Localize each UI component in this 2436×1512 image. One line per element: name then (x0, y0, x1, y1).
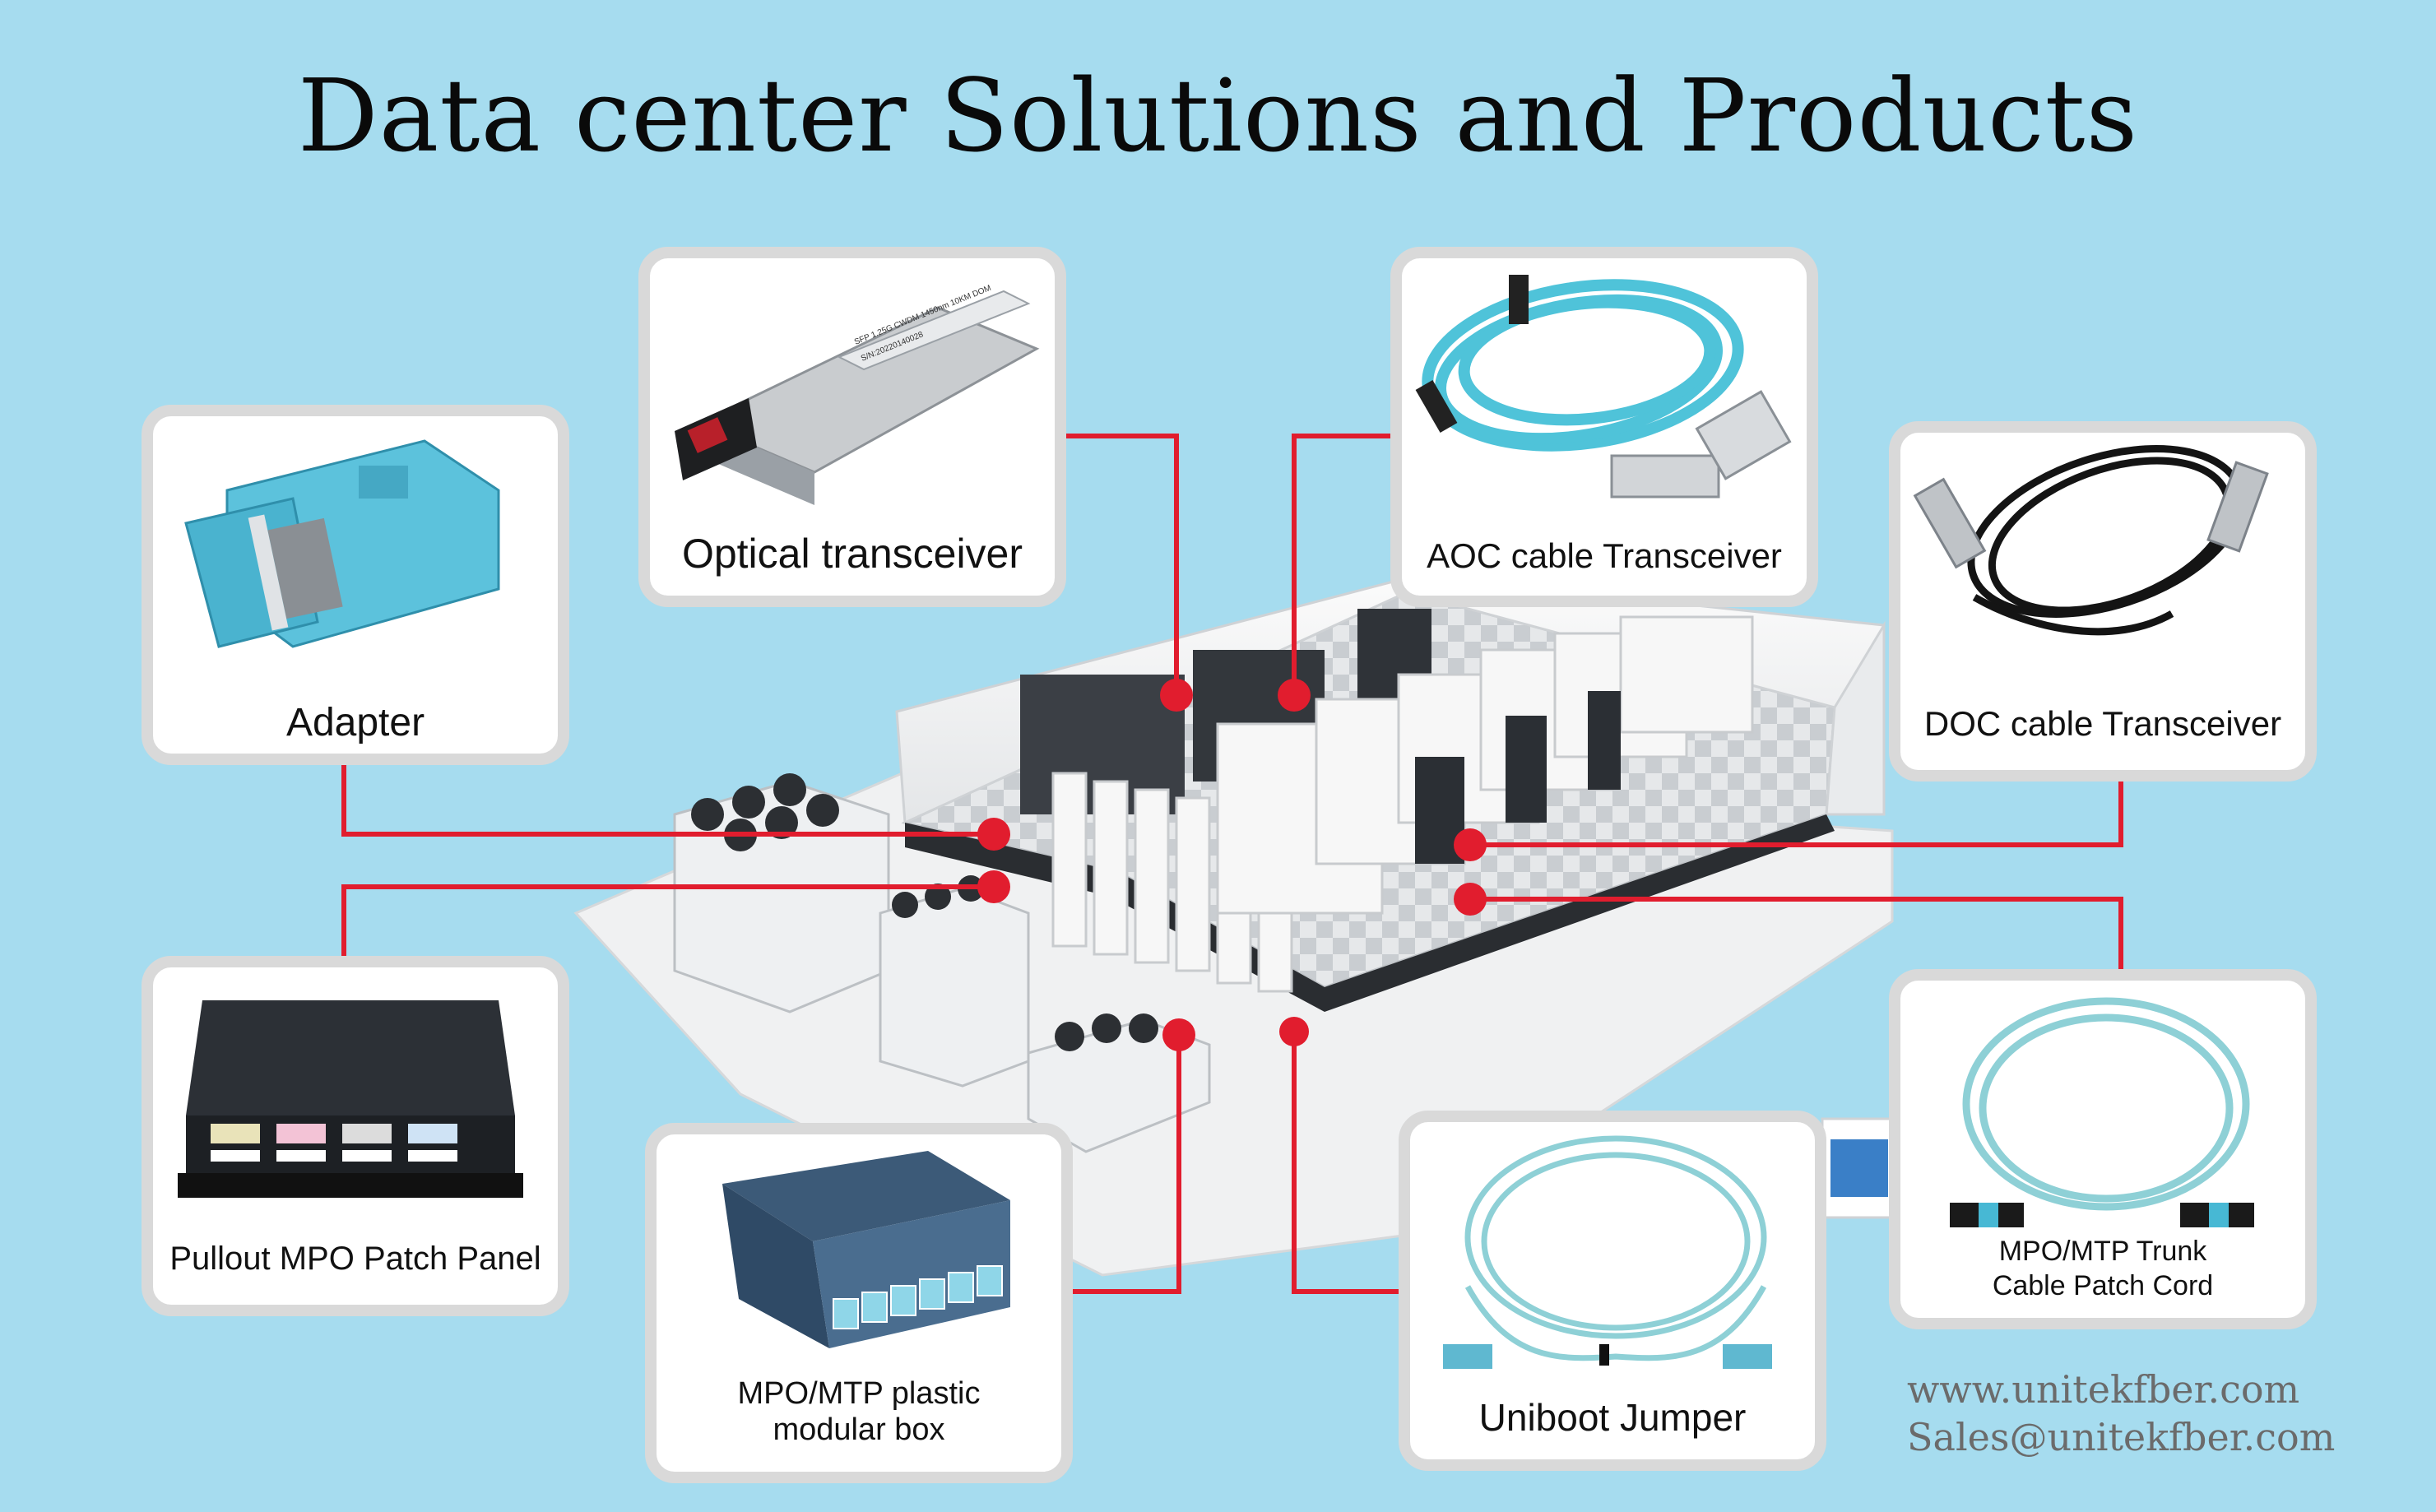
email-link[interactable]: Sales@unitekfber.com (1907, 1415, 2336, 1459)
card-aoc-cable[interactable]: AOC cable Transceiver (1390, 247, 1818, 607)
trunk-cable-label-line1: MPO/MTP Trunk (1998, 1236, 2207, 1267)
card-patch-panel[interactable]: Pullout MPO Patch Panel (142, 956, 569, 1316)
uniboot-jumper-image (1443, 1135, 1772, 1369)
building-front-rim (905, 814, 1835, 1012)
trunk-cable-label-line2: Cable Patch Cord (1992, 1270, 2214, 1301)
card-uniboot-jumper[interactable]: Uniboot Jumper (1399, 1111, 1826, 1471)
small-display-screen (1830, 1139, 1888, 1197)
aoc-cable-image (1415, 275, 1792, 499)
optical-transceiver-label: Optical transceiver (681, 531, 1023, 577)
card-modular-box[interactable]: MPO/MTP plastic modular box (645, 1123, 1073, 1483)
card-trunk-cable[interactable]: MPO/MTP Trunk Cable Patch Cord (1889, 969, 2317, 1329)
contact-footer: www.unitekfber.com Sales@unitekfber.com (1907, 1366, 2335, 1461)
modular-box-label-line1: MPO/MTP plastic (737, 1376, 981, 1411)
patch-panel-label: Pullout MPO Patch Panel (169, 1241, 541, 1277)
adapter-image (184, 439, 500, 648)
uniboot-jumper-label: Uniboot Jumper (1478, 1396, 1747, 1439)
trunk-cable-image (1950, 997, 2254, 1227)
card-optical-transceiver[interactable]: SFP 1.25G CWDM 1450nm 10KM DOM S/N:20220… (638, 247, 1066, 607)
card-adapter[interactable]: Adapter (142, 405, 569, 765)
patch-panel-image (178, 1000, 523, 1198)
modular-box-image (722, 1151, 1010, 1348)
website-link[interactable]: www.unitekfber.com (1907, 1367, 2300, 1412)
modular-box-label-line2: modular box (773, 1412, 945, 1447)
aoc-cable-label: AOC cable Transceiver (1427, 536, 1782, 575)
optical-transceiver-image: SFP 1.25G CWDM 1450nm 10KM DOM S/N:20220… (675, 284, 1040, 505)
doc-cable-image (1913, 445, 2269, 636)
server-rows (1051, 615, 1754, 993)
doc-cable-label: DOC cable Transceiver (1923, 704, 2282, 743)
page-title: Data center Solutions and Products (297, 58, 2139, 174)
adapter-label: Adapter (285, 701, 425, 744)
card-doc-cable[interactable]: DOC cable Transceiver (1889, 421, 2317, 782)
